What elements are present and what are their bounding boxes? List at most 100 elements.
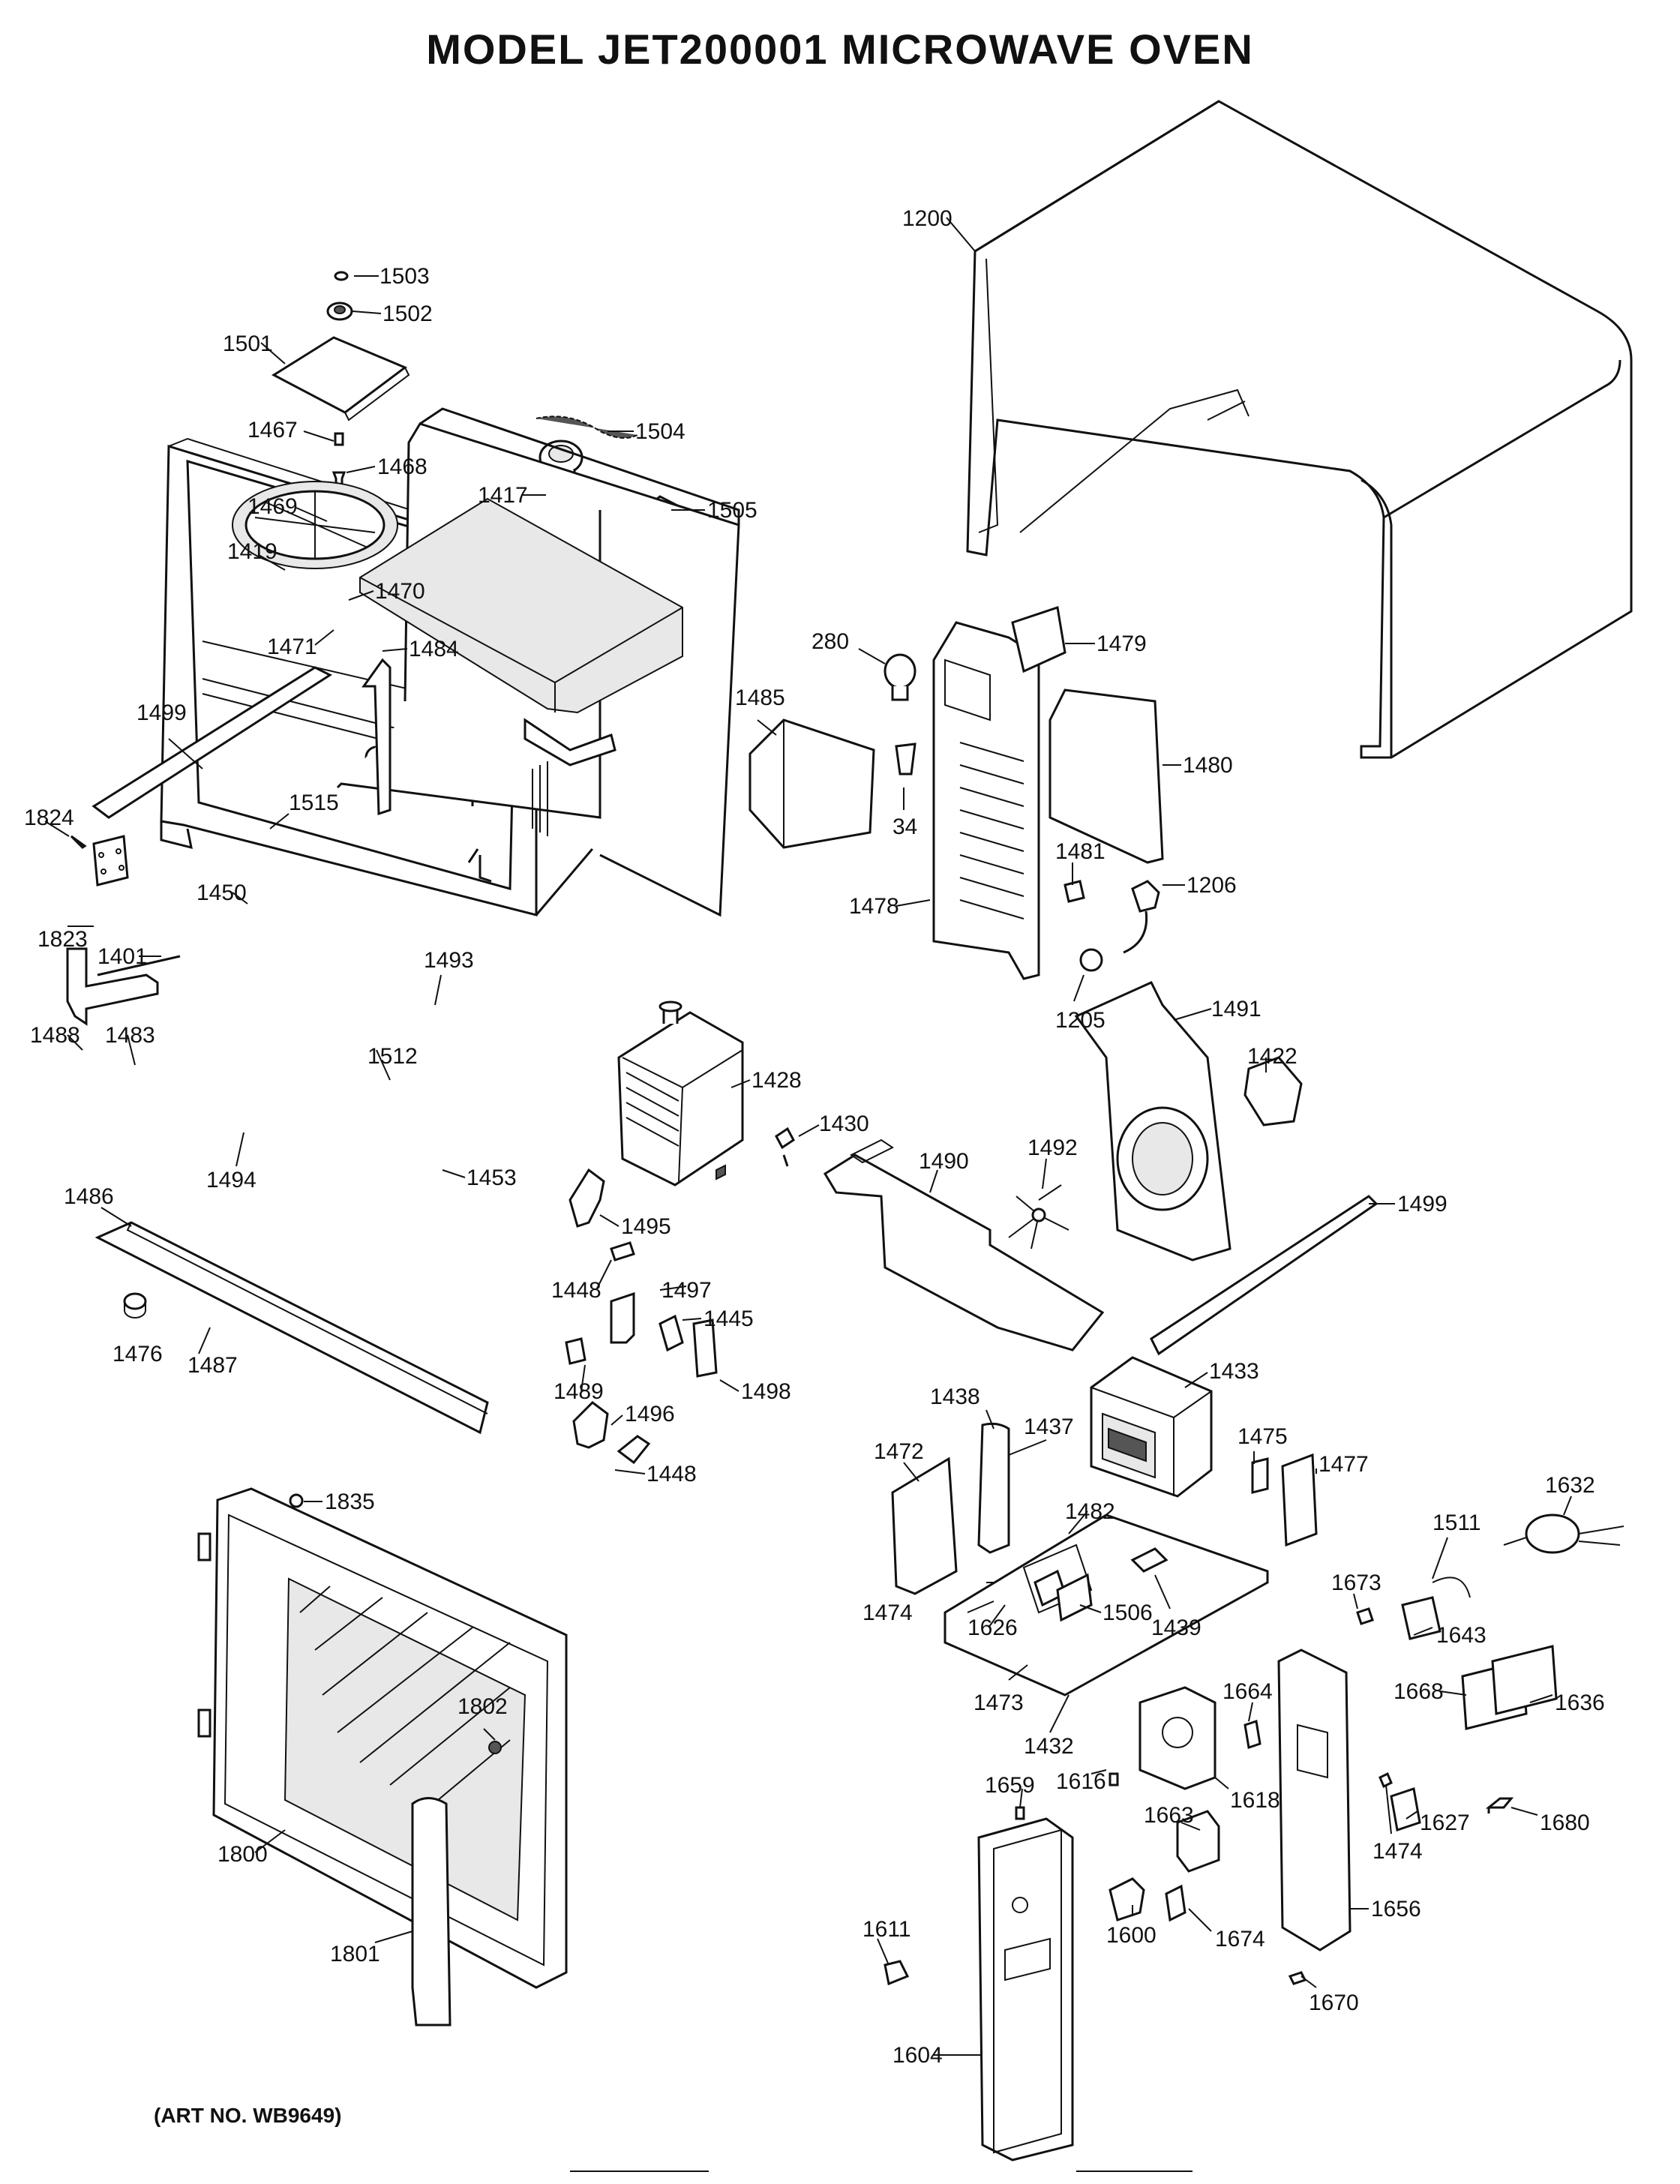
label-1627: 1627 — [1420, 1810, 1470, 1835]
label-1800: 1800 — [218, 1842, 268, 1867]
base-plate — [944, 1514, 1269, 1696]
magnetron — [617, 1000, 795, 1186]
label-1835: 1835 — [325, 1490, 375, 1514]
outer-case — [966, 100, 1633, 759]
label-1471: 1471 — [267, 634, 317, 659]
label-1680: 1680 — [1540, 1810, 1590, 1835]
label-1487: 1487 — [188, 1353, 238, 1378]
door-latch-parts — [565, 1168, 718, 1465]
label-1490: 1490 — [919, 1149, 969, 1174]
label-1632: 1632 — [1545, 1473, 1595, 1498]
side-strips — [92, 658, 1378, 1356]
label-1494: 1494 — [206, 1168, 256, 1192]
label-1616: 1616 — [1056, 1769, 1106, 1794]
label-1824: 1824 — [24, 806, 74, 830]
label-1417: 1417 — [478, 483, 528, 508]
label-1476: 1476 — [112, 1342, 163, 1366]
part-labels: 1200 1503 1502 1501 1467 1468 1504 1417 … — [24, 206, 1605, 2068]
label-1501: 1501 — [223, 332, 273, 356]
label-1475: 1475 — [1238, 1424, 1288, 1449]
label-1801: 1801 — [330, 1942, 380, 1966]
label-1499-top: 1499 — [136, 700, 187, 725]
label-1474-left: 1474 — [862, 1600, 913, 1625]
label-1430: 1430 — [819, 1112, 869, 1136]
label-1483: 1483 — [105, 1023, 155, 1048]
label-1499-right: 1499 — [1397, 1192, 1448, 1216]
label-1445: 1445 — [704, 1306, 754, 1331]
label-1473: 1473 — [974, 1690, 1024, 1715]
label-1422: 1422 — [1247, 1044, 1298, 1069]
label-1481: 1481 — [1055, 839, 1106, 864]
label-1419: 1419 — [227, 539, 278, 564]
label-1643: 1643 — [1436, 1623, 1486, 1648]
label-1453: 1453 — [466, 1166, 517, 1190]
label-1206: 1206 — [1186, 873, 1237, 898]
label-1673: 1673 — [1331, 1570, 1382, 1595]
label-1482: 1482 — [1065, 1499, 1115, 1524]
bottom-plate — [94, 1221, 489, 1435]
label-1469: 1469 — [248, 494, 298, 519]
label-1200: 1200 — [902, 206, 952, 231]
label-280: 280 — [812, 629, 849, 654]
label-1467: 1467 — [248, 418, 298, 442]
label-1428: 1428 — [752, 1068, 802, 1093]
label-1611: 1611 — [862, 1917, 911, 1942]
label-1670: 1670 — [1309, 1990, 1359, 2015]
label-1401: 1401 — [98, 944, 148, 969]
fan-assembly — [1008, 981, 1303, 1262]
control-housing — [884, 1772, 1119, 2162]
label-1448-lower: 1448 — [646, 1462, 697, 1486]
label-1503: 1503 — [380, 264, 430, 289]
door-assembly — [197, 1487, 568, 2026]
label-1493: 1493 — [424, 948, 474, 973]
label-1477: 1477 — [1318, 1452, 1369, 1477]
label-1656: 1656 — [1371, 1897, 1421, 1922]
label-1486: 1486 — [64, 1184, 114, 1209]
label-1205: 1205 — [1055, 1008, 1106, 1033]
control-parts — [1356, 1514, 1624, 1832]
label-1604: 1604 — [892, 2043, 943, 2068]
label-1472: 1472 — [874, 1439, 924, 1464]
label-1636: 1636 — [1555, 1690, 1605, 1715]
label-1485: 1485 — [735, 686, 785, 710]
label-1802: 1802 — [458, 1694, 508, 1719]
label-1495: 1495 — [621, 1214, 671, 1239]
capacitor-bracket — [891, 1422, 1318, 1595]
label-1502: 1502 — [382, 302, 433, 326]
label-1488: 1488 — [30, 1023, 80, 1048]
label-1474-right: 1474 — [1372, 1839, 1423, 1864]
label-1480: 1480 — [1183, 753, 1233, 778]
label-1498: 1498 — [741, 1379, 791, 1404]
label-1659: 1659 — [985, 1773, 1035, 1798]
label-1515: 1515 — [289, 790, 339, 815]
label-1491: 1491 — [1211, 997, 1262, 1022]
label-1511: 1511 — [1432, 1510, 1481, 1535]
transformer — [1090, 1356, 1213, 1498]
label-1600: 1600 — [1106, 1923, 1156, 1948]
page-title: MODEL JET200001 MICROWAVE OVEN — [426, 26, 1254, 73]
label-1448-upper: 1448 — [551, 1278, 602, 1303]
label-1468: 1468 — [377, 454, 428, 479]
label-1664: 1664 — [1222, 1679, 1273, 1704]
label-34: 34 — [892, 814, 917, 839]
label-1512: 1512 — [368, 1044, 418, 1069]
label-1497: 1497 — [662, 1278, 712, 1303]
label-1478: 1478 — [849, 894, 899, 919]
label-1668: 1668 — [1394, 1679, 1444, 1704]
cavity-top-duct — [336, 407, 740, 917]
art-number: (ART NO. WB9649) — [154, 2104, 341, 2127]
label-1626: 1626 — [968, 1616, 1018, 1640]
label-1450: 1450 — [196, 880, 247, 905]
label-1438: 1438 — [930, 1384, 980, 1409]
cavity-floor-duct — [823, 1138, 1105, 1352]
label-1506: 1506 — [1102, 1600, 1153, 1625]
leader-lines — [44, 217, 1572, 2056]
control-panel-frame — [1108, 1648, 1352, 1985]
left-hinge-parts — [66, 835, 181, 1026]
label-1823: 1823 — [38, 927, 88, 952]
label-1479: 1479 — [1096, 632, 1147, 656]
label-1505: 1505 — [707, 498, 758, 523]
lamp-and-bracket — [748, 606, 1164, 980]
label-1504: 1504 — [635, 419, 686, 444]
